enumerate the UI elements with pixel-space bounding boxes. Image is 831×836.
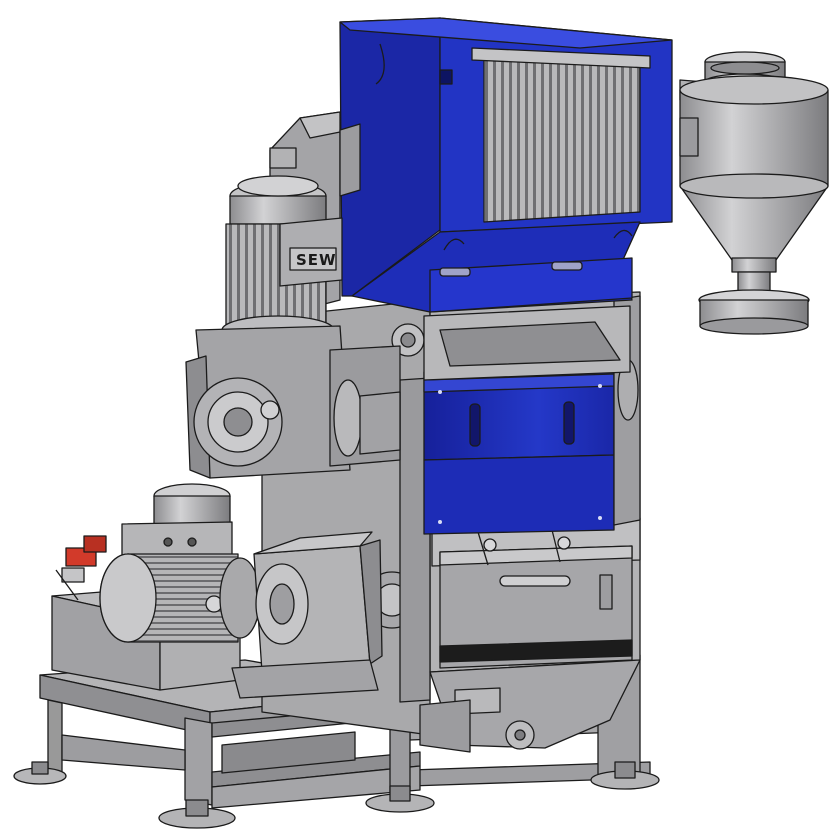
cutting-chamber <box>423 305 631 381</box>
feed-hopper <box>339 17 673 313</box>
cyclone-separator <box>679 51 829 335</box>
leveling-feet <box>13 761 660 829</box>
rotor-gear-motor: SEW <box>185 123 401 479</box>
motor-plate-text: SEW <box>296 251 337 269</box>
screen-drawer <box>431 517 641 669</box>
hydraulic-unit <box>51 483 383 699</box>
